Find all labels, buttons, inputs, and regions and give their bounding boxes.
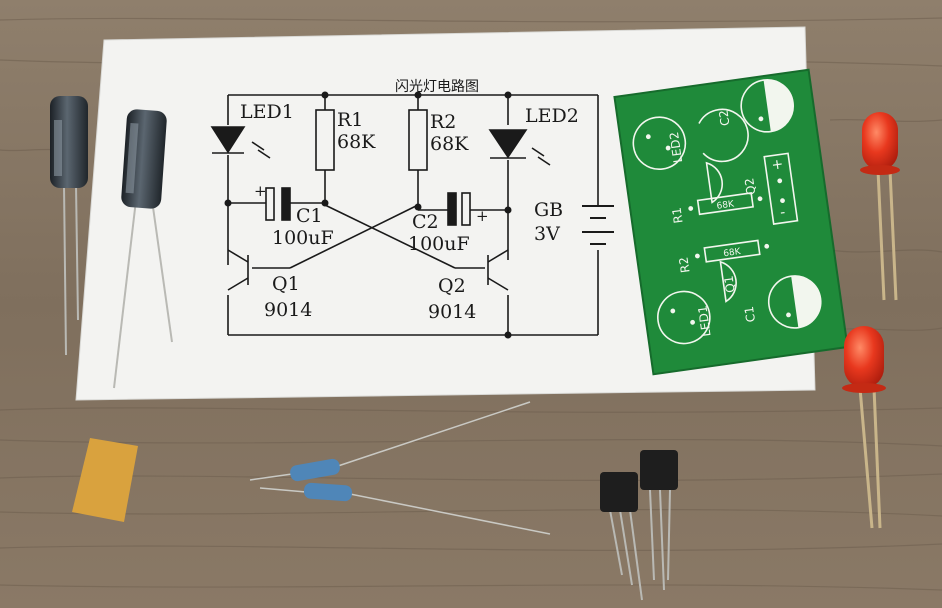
r2-symbol [408, 109, 428, 171]
label-led2: LED2 [525, 105, 579, 127]
capacitor-right [113, 109, 173, 389]
label-c2-plus: + [476, 207, 489, 225]
led2-symbol [488, 129, 551, 166]
label-q1-name: Q1 [272, 273, 300, 295]
c1-symbol [265, 187, 291, 221]
label-r2-value: 68K [430, 133, 469, 155]
led-bottom-right [842, 326, 886, 529]
pcb-label-led2: LED2 [667, 131, 685, 164]
label-q1-value: 9014 [264, 299, 312, 321]
pcb-label-c2: C2 [716, 109, 732, 127]
pcb-label-led1: LED1 [695, 305, 713, 338]
label-r1-value: 68K [337, 131, 376, 153]
pcb-label-plus: + [770, 156, 784, 173]
label-c1-plus: + [254, 182, 267, 200]
tape-piece [72, 438, 138, 522]
label-c1-name: C1 [296, 205, 323, 227]
transistor-left [600, 472, 643, 601]
label-c1-value: 100uF [272, 227, 334, 249]
pcb-label-q2: Q2 [742, 177, 758, 196]
transistor-right [640, 450, 678, 591]
resistors-on-table [249, 401, 551, 535]
junction-dots [224, 91, 512, 339]
label-q2-name: Q2 [438, 275, 466, 297]
label-led1: LED1 [240, 101, 294, 123]
c2-symbol [447, 192, 471, 226]
schematic-title: 闪光灯电路图 [395, 79, 479, 95]
led1-symbol [210, 126, 271, 159]
label-gb-name: GB [534, 199, 563, 221]
label-gb-value: 3V [534, 223, 560, 245]
label-c2-value: 100uF [408, 233, 470, 255]
pcb-label-minus: - [779, 204, 786, 221]
label-q2-value: 9014 [428, 301, 476, 323]
battery-symbol [582, 205, 614, 245]
pcb-board: LED2 LED1 C2 C1 Q2 Q1 R1 R2 68K 68K + - [613, 68, 849, 376]
label-r2-name: R2 [430, 111, 456, 133]
pcb-label-c1: C1 [742, 305, 758, 323]
led-top-right [860, 112, 900, 301]
capacitor-left [50, 96, 88, 356]
label-c2-name: C2 [412, 211, 439, 233]
r1-symbol [315, 109, 335, 171]
pcb-label-r2: R2 [676, 256, 692, 274]
pcb-label-q1: Q1 [722, 275, 738, 294]
pcb-label-r2-value: 68K [723, 247, 743, 259]
pcb-label-r1-value: 68K [716, 199, 736, 211]
pcb-label-r1: R1 [670, 206, 686, 224]
label-r1-name: R1 [337, 109, 363, 131]
